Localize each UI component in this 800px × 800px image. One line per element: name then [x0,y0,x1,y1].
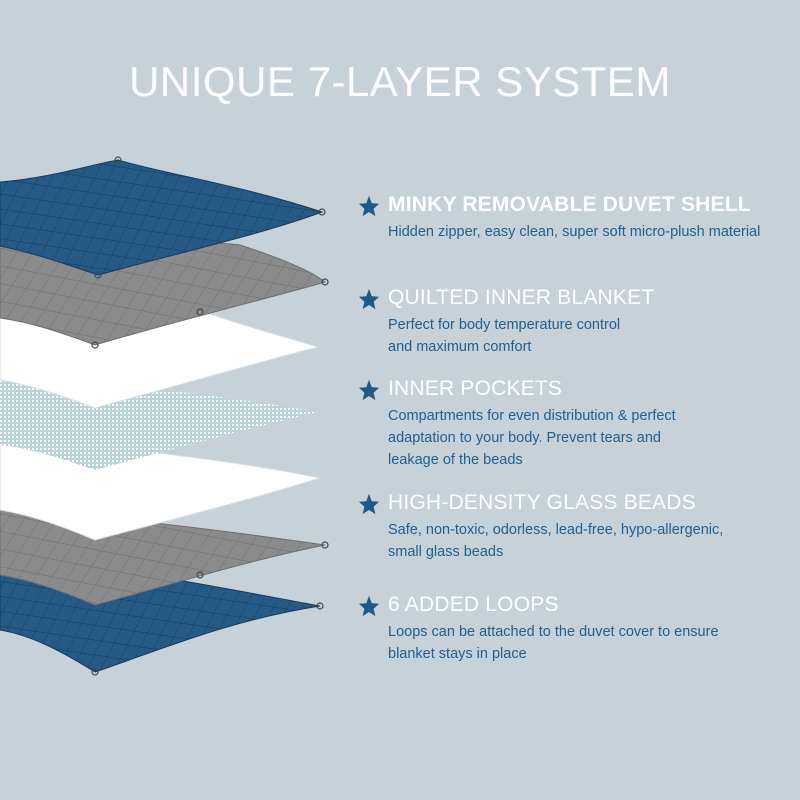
feature-description-line: Loops can be attached to the duvet cover… [388,624,719,640]
feature-description-line: Hidden zipper, easy clean, super soft mi… [388,224,761,240]
page-title: UNIQUE 7-LAYER SYSTEM [129,58,671,105]
feature-description-line: Safe, non-toxic, odorless, lead-free, hy… [388,522,724,538]
feature-title: 6 ADDED LOOPS [388,593,559,616]
feature-title: HIGH-DENSITY GLASS BEADS [388,491,696,514]
feature-title: INNER POCKETS [388,377,563,400]
blanket-layers-illustration [0,156,329,676]
star-icon [358,595,380,617]
navy-top-layer [0,159,324,276]
loop-icons [91,156,329,676]
feature-description-line: blanket stays in place [388,646,527,662]
feature-description-line: leakage of the beads [388,452,523,468]
feature-description: Loops can be attached to the duvet cover… [388,621,798,665]
star-icon [358,379,380,401]
feature-title: QUILTED INNER BLANKET [388,286,655,309]
feature-description: Hidden zipper, easy clean, super soft mi… [388,221,798,243]
star-icon [358,195,380,217]
feature-title: MINKY REMOVABLE DUVET SHELL [388,193,751,216]
feature-description: Compartments for even distribution & per… [388,405,798,471]
feature-description-line: and maximum comfort [388,339,532,355]
feature-description-line: Perfect for body temperature control [388,317,621,333]
star-icon [358,493,380,515]
feature-description-line: small glass beads [388,544,504,560]
feature-description-line: adaptation to your body. Prevent tears a… [388,430,661,446]
feature-description-line: Compartments for even distribution & per… [388,408,676,424]
feature-description: Safe, non-toxic, odorless, lead-free, hy… [388,519,798,563]
star-icon [358,288,380,310]
feature-description: Perfect for body temperature control and… [388,314,798,358]
